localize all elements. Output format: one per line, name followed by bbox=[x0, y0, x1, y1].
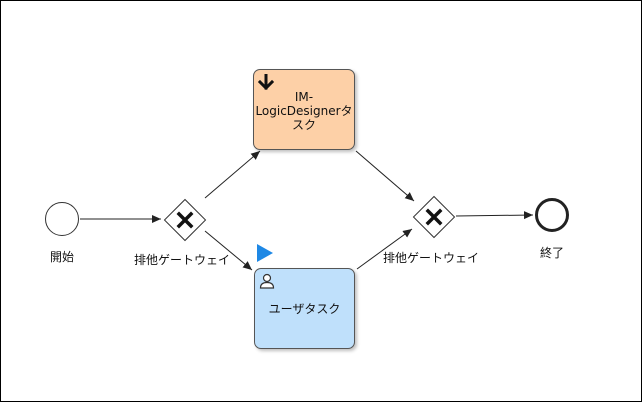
gateway-join-label: 排他ゲートウェイ bbox=[382, 251, 479, 265]
exclusive-gateway-join[interactable] bbox=[412, 195, 456, 239]
logic-designer-task[interactable]: IM- LogicDesignerタ スク bbox=[253, 69, 355, 150]
user-icon bbox=[259, 273, 275, 292]
start-event-label: 開始 bbox=[49, 250, 74, 264]
flow-gateway-to-user-task[interactable] bbox=[204, 230, 253, 271]
task-label-line: LogicDesignerタ bbox=[255, 103, 353, 118]
logic-designer-task-label: IM- LogicDesignerタ スク bbox=[255, 90, 352, 132]
user-task[interactable]: ユーザタスク bbox=[254, 268, 355, 349]
user-task-label: ユーザタスク bbox=[268, 302, 341, 316]
down-arrow-icon bbox=[257, 73, 275, 93]
flow-logic-task-to-gateway[interactable] bbox=[355, 150, 415, 202]
gateway-split-label: 排他ゲートウェイ bbox=[133, 253, 230, 267]
flow-gateway-to-end[interactable] bbox=[455, 211, 534, 220]
flow-user-task-to-gateway[interactable] bbox=[356, 228, 413, 270]
start-event[interactable] bbox=[45, 202, 79, 236]
flow-gateway-to-logic-task[interactable] bbox=[204, 150, 261, 199]
exclusive-gateway-icon bbox=[171, 206, 199, 234]
exclusive-gateway-split[interactable] bbox=[163, 198, 207, 242]
end-event-label: 終了 bbox=[539, 246, 564, 260]
task-label-line: スク bbox=[291, 117, 316, 132]
play-marker-icon bbox=[256, 243, 274, 267]
task-label-line: IM- bbox=[294, 89, 314, 104]
end-event[interactable] bbox=[535, 198, 569, 232]
exclusive-gateway-icon bbox=[420, 203, 448, 231]
